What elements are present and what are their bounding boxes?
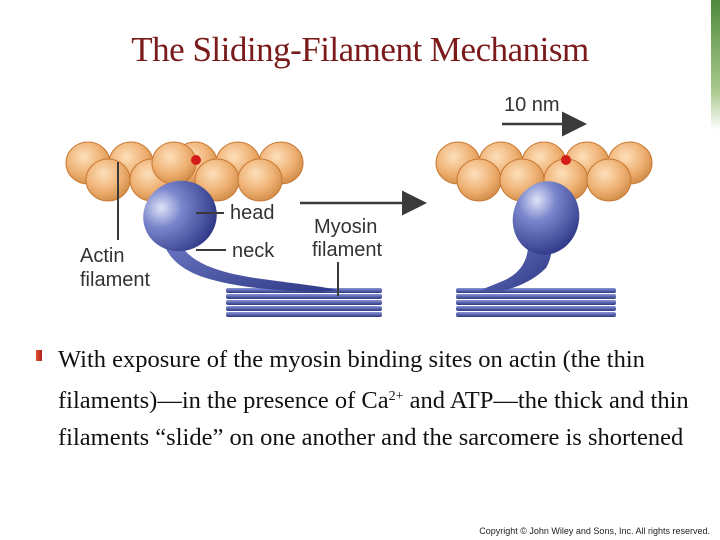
bullet-text: With exposure of the myosin binding site… [58,341,698,456]
scale-label: 10 nm [504,94,560,116]
head-label: head [230,202,275,224]
decorative-side-stripe [711,0,720,130]
right-binding-site [561,155,571,165]
left-thick-filament [226,288,382,317]
myosin-label-line1: Myosin [314,216,377,238]
actin-label-line1: Actin [80,245,124,267]
actin-label-line2: filament [80,269,150,291]
calcium-superscript: 2+ [388,389,404,404]
bullet-marker [36,350,42,361]
left-actin-filament [65,141,304,202]
slide-title: The Sliding-Filament Mechanism [131,30,589,69]
right-thick-filament [456,288,616,317]
bullet-text-part1: With exposure of the myosin binding site… [58,346,645,414]
copyright-notice: Copyright © John Wiley and Sons, Inc. Al… [479,526,710,536]
sliding-filament-diagram: 10 nm head neck Myosin filament Actin fi… [0,90,720,330]
left-binding-site [191,155,201,165]
right-myosin-head [512,181,580,255]
left-myosin-neck [164,240,338,292]
left-myosin-head [143,180,217,252]
diagram-canvas: 10 nm head neck Myosin filament Actin fi… [65,94,653,317]
bullet-text-part2: and ATP—the thick and thin filaments “sl… [58,387,689,451]
right-actin-filament [435,141,653,202]
myosin-label-line2: filament [312,239,382,261]
neck-label: neck [232,240,275,262]
